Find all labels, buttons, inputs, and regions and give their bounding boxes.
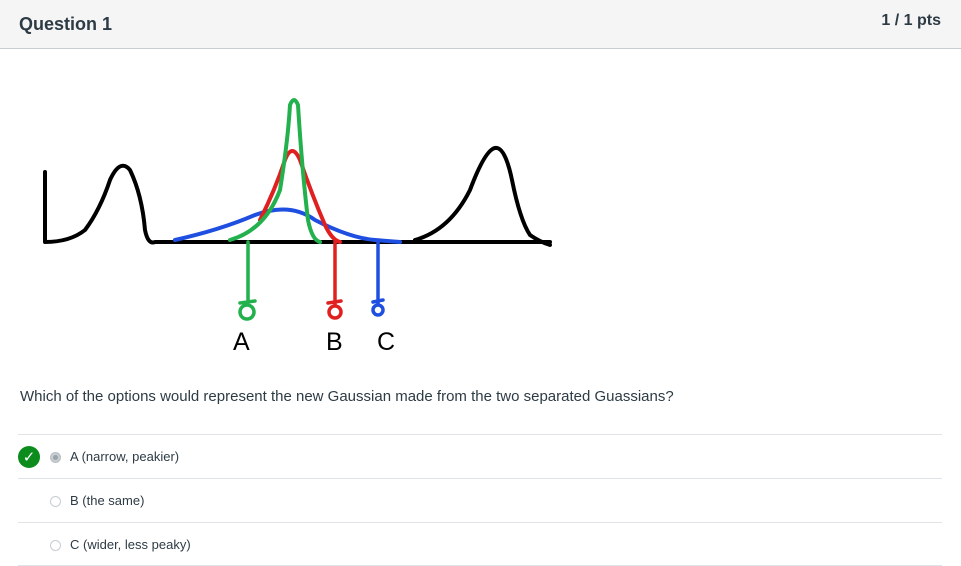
question-header: Question 1 1 / 1 pts bbox=[0, 0, 961, 49]
answer-option-c[interactable]: C (wider, less peaky) bbox=[18, 522, 942, 566]
blue-pin bbox=[371, 240, 385, 317]
green-gaussian bbox=[228, 98, 322, 244]
answer-label-a: A (narrow, peakier) bbox=[70, 449, 180, 464]
red-pin bbox=[326, 240, 343, 320]
red-gaussian bbox=[258, 149, 342, 244]
answer-label-c: C (wider, less peaky) bbox=[70, 537, 191, 552]
figure-label-a: A bbox=[233, 328, 250, 356]
right-gaussian bbox=[413, 145, 552, 247]
gaussian-figure: A B C bbox=[30, 80, 570, 375]
checkmark-icon: ✓ bbox=[18, 446, 40, 468]
answer-option-a[interactable]: ✓ A (narrow, peakier) bbox=[18, 434, 942, 478]
blue-gaussian bbox=[173, 207, 402, 244]
radio-c[interactable] bbox=[50, 540, 61, 551]
radio-a[interactable] bbox=[50, 452, 61, 463]
left-gaussian bbox=[43, 163, 172, 245]
radio-b[interactable] bbox=[50, 496, 61, 507]
gaussian-drawing bbox=[43, 98, 552, 321]
question-title: Question 1 bbox=[19, 14, 113, 34]
question-text: Which of the options would represent the… bbox=[20, 388, 674, 405]
answer-label-b: B (the same) bbox=[70, 493, 145, 508]
figure-label-b: B bbox=[326, 328, 343, 356]
answer-option-b[interactable]: B (the same) bbox=[18, 478, 942, 522]
figure-label-c: C bbox=[377, 328, 396, 356]
green-pin bbox=[238, 240, 257, 321]
question-points: 1 / 1 pts bbox=[881, 12, 941, 29]
answer-list: ✓ A (narrow, peakier) B (the same) C (wi… bbox=[18, 434, 942, 566]
